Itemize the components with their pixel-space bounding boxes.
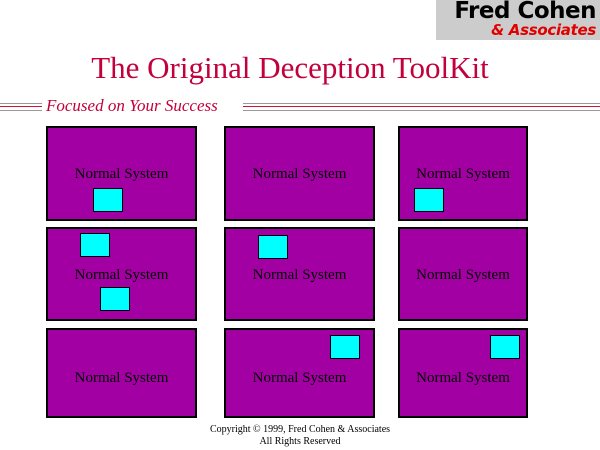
subtitle-band: Focused on Your Success <box>0 96 600 120</box>
deception-toolkit-decoy[interactable] <box>80 233 110 257</box>
logo-company-tagline: & Associates <box>491 21 596 39</box>
deception-toolkit-decoy[interactable] <box>414 188 444 212</box>
system-box[interactable]: Normal System <box>46 227 197 321</box>
decorative-rule-right <box>243 103 600 112</box>
system-box[interactable]: Normal System <box>224 328 375 418</box>
page-title: The Original Deception ToolKit <box>91 50 489 85</box>
deception-toolkit-decoy[interactable] <box>490 335 520 359</box>
system-box[interactable]: Normal System <box>224 227 375 321</box>
system-box[interactable]: Normal System <box>46 328 197 418</box>
deception-toolkit-decoy[interactable] <box>330 335 360 359</box>
system-box-label: Normal System <box>74 166 169 182</box>
system-box-label: Normal System <box>416 370 510 386</box>
system-box[interactable]: Normal System <box>224 126 375 221</box>
page-subtitle: Focused on Your Success <box>46 96 218 115</box>
system-box-label: Normal System <box>252 267 347 283</box>
logo-company-name: Fred Cohen <box>454 0 596 24</box>
system-box-label: Normal System <box>252 370 347 386</box>
deception-toolkit-decoy[interactable] <box>100 287 130 311</box>
deception-toolkit-decoy[interactable] <box>258 235 288 259</box>
system-box-label: Normal System <box>252 166 347 182</box>
system-box-label: Normal System <box>74 267 169 283</box>
system-box[interactable]: Normal System <box>398 126 528 221</box>
company-logo: Fred Cohen & Associates <box>436 0 600 40</box>
decorative-rule-left <box>0 103 42 112</box>
copyright-line: Copyright © 1999, Fred Cohen & Associate… <box>209 424 391 435</box>
system-box[interactable]: Normal System <box>398 227 528 321</box>
system-box[interactable]: Normal System <box>398 328 528 418</box>
footer: Copyright © 1999, Fred Cohen & Associate… <box>0 424 600 448</box>
system-box[interactable]: Normal System <box>46 126 197 221</box>
deception-toolkit-decoy[interactable] <box>93 188 123 212</box>
system-box-label: Normal System <box>416 267 510 283</box>
rights-line: All Rights Reserved <box>259 436 341 447</box>
system-box-label: Normal System <box>416 166 510 182</box>
system-box-label: Normal System <box>74 370 169 386</box>
